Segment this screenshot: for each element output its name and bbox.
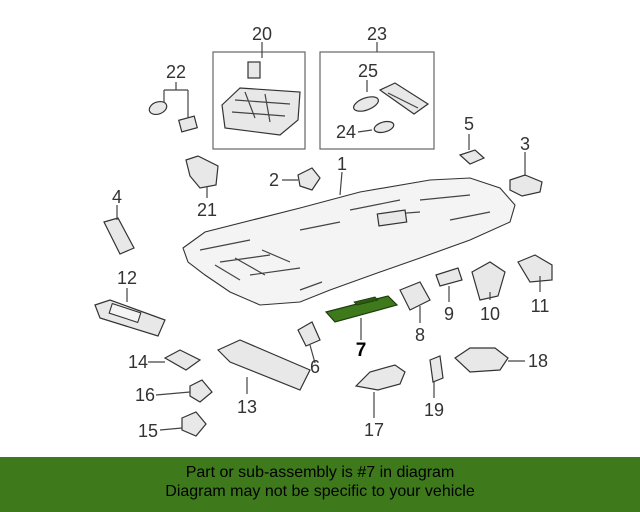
callout-8: 8: [415, 325, 425, 345]
pad-part-8[interactable]: [399, 281, 431, 311]
socket-part-22[interactable]: [147, 82, 199, 133]
callout-6: 6: [310, 357, 320, 377]
pad-part-14[interactable]: [163, 349, 202, 371]
clip-part-3[interactable]: [509, 174, 543, 197]
group-box-20: [212, 51, 306, 150]
trim-part-4[interactable]: [103, 217, 135, 255]
callout-21: 21: [197, 200, 217, 220]
callout-11: 11: [531, 296, 550, 316]
callout-5: 5: [464, 114, 474, 134]
banner-line-1: Part or sub-assembly is #7 in diagram: [185, 464, 455, 481]
parts-diagram: 20 23 22 25 24 5 3 1 2 4 21 12 11 10 9 8…: [94, 24, 553, 441]
sun-visor-part-12[interactable]: [94, 299, 166, 337]
callout-16: 16: [135, 385, 155, 405]
callout-9: 9: [444, 304, 454, 324]
hook-part-19[interactable]: [429, 355, 444, 383]
callout-22: 22: [166, 62, 186, 82]
callout-18: 18: [528, 351, 548, 371]
handle-part-18[interactable]: [454, 347, 509, 373]
callout-14: 14: [128, 352, 148, 372]
clip-part-2[interactable]: [297, 167, 321, 191]
trim-part-9[interactable]: [435, 267, 463, 287]
pad-part-10[interactable]: [471, 261, 506, 301]
callout-23: 23: [367, 24, 387, 44]
banner-line-2: Diagram may not be specific to your vehi…: [165, 483, 475, 500]
callout-24: 24: [336, 122, 356, 142]
callout-1: 1: [337, 154, 347, 174]
callout-19: 19: [424, 400, 444, 420]
callout-2: 2: [269, 170, 279, 190]
callout-25: 25: [358, 61, 378, 81]
callout-17: 17: [364, 420, 384, 440]
callout-15: 15: [138, 421, 158, 441]
callout-4: 4: [112, 187, 122, 207]
overhead-console-part-20[interactable]: [221, 61, 301, 136]
callout-13: 13: [237, 397, 257, 417]
lamp-assembly-part-23[interactable]: [352, 82, 430, 134]
clip-part-16[interactable]: [189, 379, 213, 403]
clip-part-15[interactable]: [181, 411, 207, 437]
callout-20: 20: [252, 24, 272, 44]
headliner-part-1[interactable]: [182, 177, 516, 306]
callout-12: 12: [117, 268, 137, 288]
panel-part-13[interactable]: [216, 339, 311, 391]
bracket-part-11[interactable]: [517, 254, 553, 283]
handle-part-17[interactable]: [354, 364, 406, 391]
bracket-part-21[interactable]: [185, 155, 219, 189]
pad-part-5[interactable]: [458, 149, 486, 165]
callout-7: 7: [356, 340, 367, 361]
callout-3: 3: [520, 134, 530, 154]
part-7-highlighted[interactable]: [324, 295, 399, 323]
callout-10: 10: [480, 304, 500, 324]
leader-lines: [116, 42, 541, 431]
info-banner: Part or sub-assembly is #7 in diagram Di…: [0, 457, 640, 512]
clip-part-6[interactable]: [297, 321, 321, 347]
